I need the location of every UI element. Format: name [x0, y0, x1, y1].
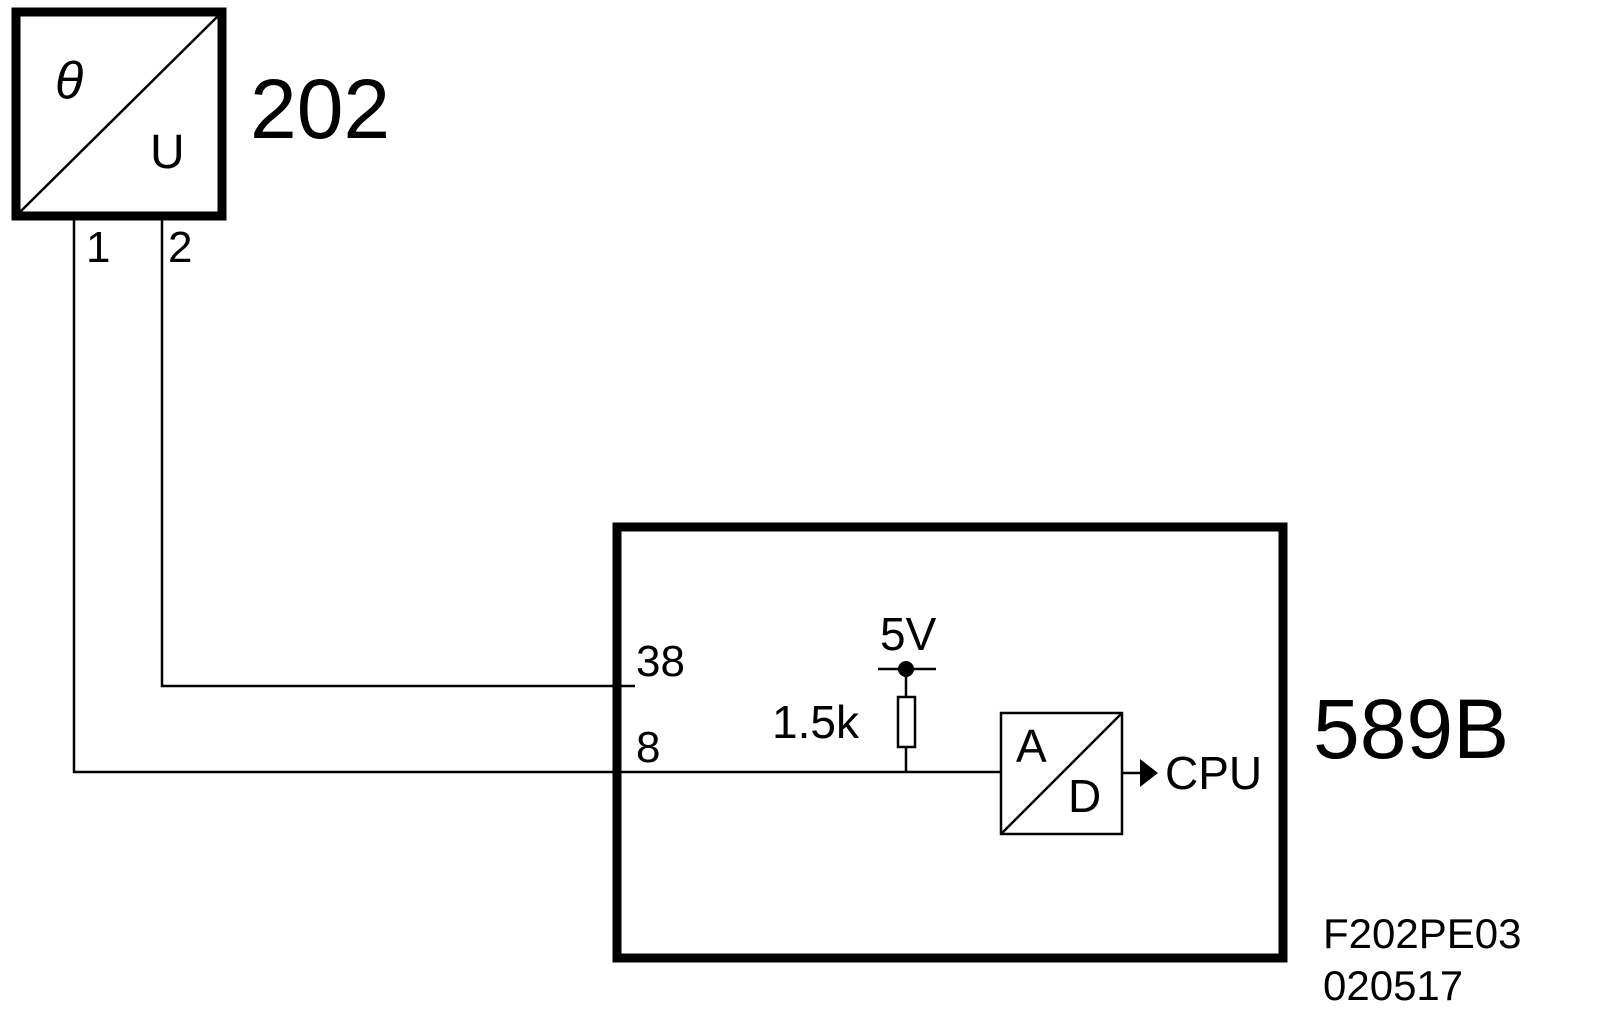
supply-label: 5V [880, 608, 937, 660]
resistor-symbol [896, 695, 917, 749]
sensor-pin-1-label: 1 [86, 223, 110, 272]
drawing-date: 020517 [1323, 962, 1463, 1009]
adc-a-label: A [1016, 720, 1047, 772]
sensor-box [11, 7, 227, 221]
ecu-pin-38-label: 38 [636, 637, 685, 686]
sensor-id: 202 [250, 62, 390, 156]
wire-pin1-to-pin8 [72, 216, 1002, 774]
ecu-id: 589B [1313, 682, 1509, 776]
ecu-pin-8-label: 8 [636, 723, 660, 772]
wire-pin2-to-pin38 [160, 216, 635, 688]
adc-diagonal [1000, 712, 1123, 835]
theta-symbol: θ [55, 52, 83, 110]
sensor-output-label: U [150, 126, 185, 179]
sensor-pin-2-label: 2 [168, 223, 192, 272]
cpu-arrow-icon [1140, 759, 1158, 787]
cpu-label: CPU [1165, 747, 1262, 799]
adc-d-label: D [1068, 770, 1101, 822]
ecu-box [612, 522, 1288, 963]
resistor-label: 1.5k [772, 696, 860, 748]
sensor-diagonal [19, 15, 219, 213]
drawing-code: F202PE03 [1323, 910, 1521, 957]
